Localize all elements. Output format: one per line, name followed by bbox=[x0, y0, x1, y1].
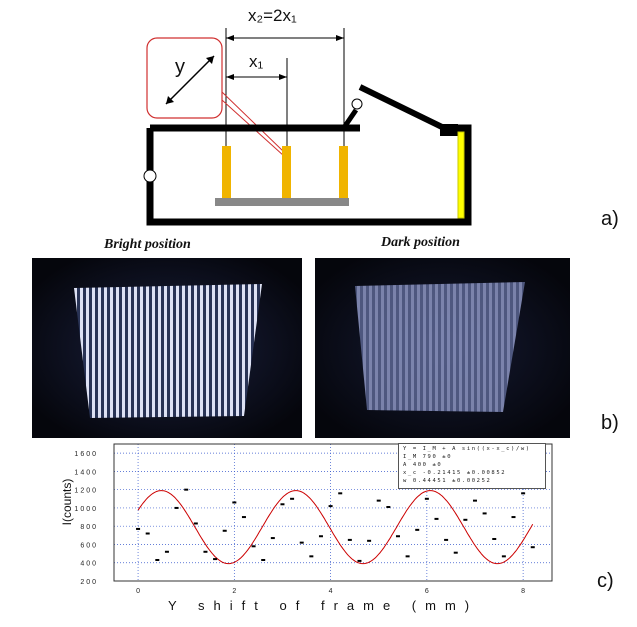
latch bbox=[440, 124, 458, 136]
data-point bbox=[395, 535, 400, 538]
y-double-arrow bbox=[165, 55, 215, 105]
data-point bbox=[280, 503, 285, 506]
fit-param-xc: x_c -0.21415 ±0.00852 bbox=[403, 470, 507, 476]
fit-curve bbox=[137, 490, 534, 565]
data-point bbox=[193, 522, 198, 525]
data-point bbox=[251, 545, 256, 548]
base-plate bbox=[215, 198, 349, 206]
data-point bbox=[164, 550, 169, 553]
label-x2: x₂=2x₁ bbox=[248, 6, 297, 25]
data-point bbox=[318, 535, 323, 538]
data-point bbox=[155, 558, 160, 561]
y-tick-label: 600 bbox=[80, 542, 98, 549]
dark-fringe-pattern bbox=[355, 282, 525, 412]
y-arrowhead-down bbox=[166, 96, 174, 104]
data-point bbox=[290, 497, 295, 500]
data-point bbox=[261, 558, 266, 561]
rod-3 bbox=[339, 146, 348, 198]
fit-param-w: w 0.44451 ±0.00252 bbox=[403, 478, 492, 484]
data-point bbox=[521, 492, 526, 495]
data-point bbox=[424, 497, 429, 500]
plot-frame bbox=[113, 443, 553, 582]
data-point bbox=[203, 550, 208, 553]
panel-label-a: a) bbox=[601, 208, 619, 230]
bright-fringe-pattern bbox=[74, 284, 262, 418]
x1-arrowhead-right bbox=[279, 74, 287, 80]
left-port bbox=[143, 169, 157, 183]
x-tick-label: 8 bbox=[521, 588, 525, 595]
data-point bbox=[472, 499, 477, 502]
y-tick-label: 400 bbox=[80, 561, 98, 568]
lid-hinge bbox=[351, 98, 363, 110]
x2-arrowhead-right bbox=[336, 35, 344, 41]
data-point bbox=[270, 537, 275, 540]
y-tick-label: 1400 bbox=[74, 469, 98, 476]
lid bbox=[358, 84, 446, 131]
data-point bbox=[367, 539, 372, 542]
data-point bbox=[444, 538, 449, 541]
bright-position-photo bbox=[32, 258, 302, 438]
data-point bbox=[376, 499, 381, 502]
dark-position-photo bbox=[315, 258, 570, 438]
rod-2 bbox=[282, 146, 291, 198]
data-point bbox=[328, 505, 333, 508]
fit-param-im: I_M 790 ±0 bbox=[403, 454, 453, 460]
data-point bbox=[213, 558, 218, 561]
y-tick-label: 1200 bbox=[74, 488, 98, 495]
label-y: y bbox=[175, 56, 185, 78]
y-callout-box bbox=[146, 37, 223, 119]
data-point bbox=[241, 516, 246, 519]
y-tick-label: 200 bbox=[80, 579, 98, 586]
data-point bbox=[463, 518, 468, 521]
y-tick-label: 800 bbox=[80, 524, 98, 531]
data-point bbox=[136, 527, 141, 530]
rod-1 bbox=[222, 146, 231, 198]
panel-label-c: c) bbox=[597, 570, 614, 592]
chamber-outline bbox=[146, 124, 472, 226]
data-point bbox=[184, 488, 189, 491]
data-point bbox=[492, 537, 497, 540]
data-point bbox=[299, 541, 304, 544]
caption-dark: Dark position bbox=[381, 235, 460, 250]
panel-label-b: b) bbox=[601, 412, 619, 434]
data-point bbox=[232, 501, 237, 504]
x-axis-label: Y shift of frame (mm) bbox=[168, 598, 479, 613]
lid-support bbox=[340, 108, 359, 131]
data-point bbox=[338, 492, 343, 495]
label-x1: x₁ bbox=[249, 52, 264, 71]
data-point bbox=[222, 529, 227, 532]
data-point bbox=[145, 532, 150, 535]
data-point bbox=[357, 559, 362, 562]
data-point bbox=[309, 555, 314, 558]
y-tick-label: 1000 bbox=[74, 506, 98, 513]
x2-arrowhead-left bbox=[226, 35, 234, 41]
y-tick-label: 1600 bbox=[74, 451, 98, 458]
data-point bbox=[501, 555, 506, 558]
yellow-window-bar bbox=[457, 131, 465, 219]
data-point bbox=[347, 538, 352, 541]
data-point bbox=[530, 546, 535, 549]
data-point bbox=[434, 517, 439, 520]
y-arrowhead-up bbox=[206, 56, 214, 64]
caption-bright: Bright position bbox=[104, 237, 191, 252]
fit-equation: Y = I_M + A sin((x-x_c)/w) bbox=[403, 446, 531, 452]
x-tick-label: 4 bbox=[329, 588, 333, 595]
data-point bbox=[415, 528, 420, 531]
callout-leader-1 bbox=[221, 91, 285, 153]
data-point bbox=[386, 506, 391, 509]
data-point bbox=[482, 512, 487, 515]
intensity-chart: 200 400 600 800 1000 1200 1400 1600 0 2 4 6 8 bbox=[74, 443, 553, 595]
fit-parameters-box: Y = I_M + A sin((x-x_c)/w) I_M 790 ±0 A … bbox=[398, 443, 546, 489]
schematic-diagram bbox=[143, 28, 472, 226]
fit-param-a: A 400 ±0 bbox=[403, 462, 443, 468]
x-tick-label: 6 bbox=[425, 588, 429, 595]
data-point bbox=[405, 555, 410, 558]
data-point bbox=[511, 516, 516, 519]
y-axis-label: I(counts) bbox=[60, 478, 74, 526]
x1-arrowhead-left bbox=[226, 74, 234, 80]
data-point bbox=[174, 506, 179, 509]
data-point bbox=[453, 551, 458, 554]
x-tick-label: 0 bbox=[136, 588, 140, 595]
x-tick-label: 2 bbox=[232, 588, 236, 595]
